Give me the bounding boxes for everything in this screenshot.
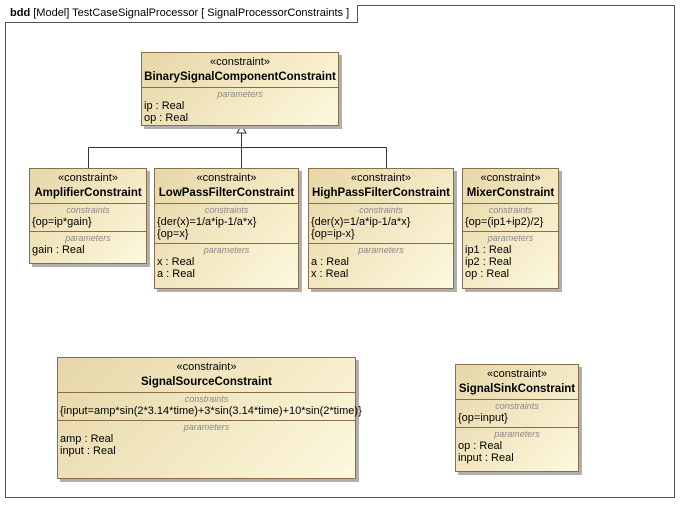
parameter[interactable]: op : Real: [144, 112, 189, 124]
parameter[interactable]: gain : Real: [32, 244, 85, 256]
block-header: «constraint» SignalSinkConstraint: [456, 365, 578, 399]
constraints-compartment: constraints{op=ip*gain}: [30, 203, 146, 231]
block-header: «constraint» MixerConstraint: [463, 169, 558, 203]
compartment-title: constraints: [495, 401, 539, 411]
parameter[interactable]: input : Real: [60, 445, 116, 457]
parameter[interactable]: ip1 : Real: [465, 244, 512, 256]
compartment-title: parameters: [183, 422, 230, 432]
parameter[interactable]: a : Real: [311, 256, 349, 268]
constraint-block-mixer[interactable]: «constraint» MixerConstraint constraints…: [462, 168, 559, 289]
compartment-title: parameters: [203, 245, 250, 255]
block-name: AmplifierConstraint: [34, 187, 142, 199]
compartment-title: constraints: [204, 205, 249, 215]
constraint-expression[interactable]: {op=(ip1+ip2)/2}: [465, 216, 544, 228]
diagram-kind: bdd: [10, 7, 31, 19]
compartment-title: parameters: [217, 89, 263, 99]
compartment-title: constraints: [359, 205, 403, 215]
constraint-expression[interactable]: {der(x)=1/a*ip-1/a*x}: [311, 216, 411, 228]
compartment-title: constraints: [66, 205, 110, 215]
generalization-arrowhead: [236, 124, 247, 134]
constraint-expression[interactable]: {op=ip-x}: [311, 228, 355, 240]
parameter[interactable]: ip2 : Real: [465, 256, 512, 268]
constraints-compartment: constraints{op=input}: [456, 399, 578, 427]
block-header: «constraint» SignalSourceConstraint: [58, 358, 355, 392]
constraint-block-amplifier[interactable]: «constraint» AmplifierConstraint constra…: [29, 168, 147, 264]
constraint-expression[interactable]: {op=input}: [458, 412, 508, 424]
parameter[interactable]: x : Real: [157, 256, 195, 268]
constraints-compartment: constraints{der(x)=1/a*ip-1/a*x}{op=x}: [155, 203, 298, 243]
compartment-title: parameters: [65, 233, 111, 243]
constraint-block-source[interactable]: «constraint» SignalSourceConstraint cons…: [57, 357, 362, 479]
constraint-block-sink[interactable]: «constraint» SignalSinkConstraint constr…: [455, 364, 579, 472]
parameter[interactable]: amp : Real: [60, 433, 114, 445]
parameter[interactable]: a : Real: [157, 268, 195, 280]
constraints-compartment: constraints{der(x)=1/a*ip-1/a*x}{op=ip-x…: [309, 203, 453, 243]
parameter[interactable]: op : Real: [458, 440, 503, 452]
block-name: MixerConstraint: [466, 187, 555, 199]
diagram-title: [Model] TestCaseSignalProcessor [ Signal…: [33, 7, 350, 19]
block-name: SignalSinkConstraint: [458, 383, 576, 395]
stereotype-label: «constraint»: [58, 172, 118, 184]
stereotype-label: «constraint»: [480, 172, 541, 184]
constraint-expression[interactable]: {der(x)=1/a*ip-1/a*x}: [157, 216, 257, 228]
parameter[interactable]: x : Real: [311, 268, 349, 280]
block-name: HighPassFilterConstraint: [311, 187, 451, 199]
stereotype-label: «constraint»: [210, 56, 270, 68]
stereotype-label: «constraint»: [487, 368, 547, 380]
stereotype-label: «constraint»: [351, 172, 411, 184]
compartment-title: constraints: [488, 205, 533, 215]
diagram-frame-tab: bdd [Model] TestCaseSignalProcessor [ Si…: [5, 5, 359, 23]
block-name: BinarySignalComponentConstraint: [144, 71, 336, 83]
compartment-title: parameters: [358, 245, 404, 255]
constraint-expression[interactable]: {op=ip*gain}: [32, 216, 92, 228]
constraint-expression[interactable]: {op=x}: [157, 228, 189, 240]
constraint-block-highpass[interactable]: «constraint» HighPassFilterConstraint co…: [308, 168, 454, 289]
block-header: «constraint» AmplifierConstraint: [30, 169, 146, 203]
compartment-title: parameters: [487, 233, 534, 243]
block-name: LowPassFilterConstraint: [158, 187, 295, 199]
block-name: SignalSourceConstraint: [141, 376, 272, 388]
stereotype-label: «constraint»: [176, 361, 237, 373]
constraint-block-lowpass[interactable]: «constraint» LowPassFilterConstraint con…: [154, 168, 299, 289]
block-header: «constraint» LowPassFilterConstraint: [155, 169, 298, 203]
parameter[interactable]: op : Real: [465, 268, 510, 280]
parameter[interactable]: ip : Real: [144, 100, 185, 112]
parameter[interactable]: input : Real: [458, 452, 514, 464]
constraint-block-binary[interactable]: «constraint» BinarySignalComponentConstr…: [141, 52, 339, 126]
block-header: «constraint» BinarySignalComponentConstr…: [142, 53, 338, 87]
block-header: «constraint» HighPassFilterConstraint: [309, 169, 453, 203]
stereotype-label: «constraint»: [196, 172, 257, 184]
constraint-expression[interactable]: {input=amp*sin(2*3.14*time)+3*sin(3.14*t…: [60, 405, 362, 417]
constraints-compartment: constraints{input=amp*sin(2*3.14*time)+3…: [58, 392, 362, 420]
compartment-title: parameters: [494, 429, 540, 439]
compartment-title: constraints: [184, 394, 229, 404]
constraints-compartment: constraints{op=(ip1+ip2)/2}: [463, 203, 558, 231]
